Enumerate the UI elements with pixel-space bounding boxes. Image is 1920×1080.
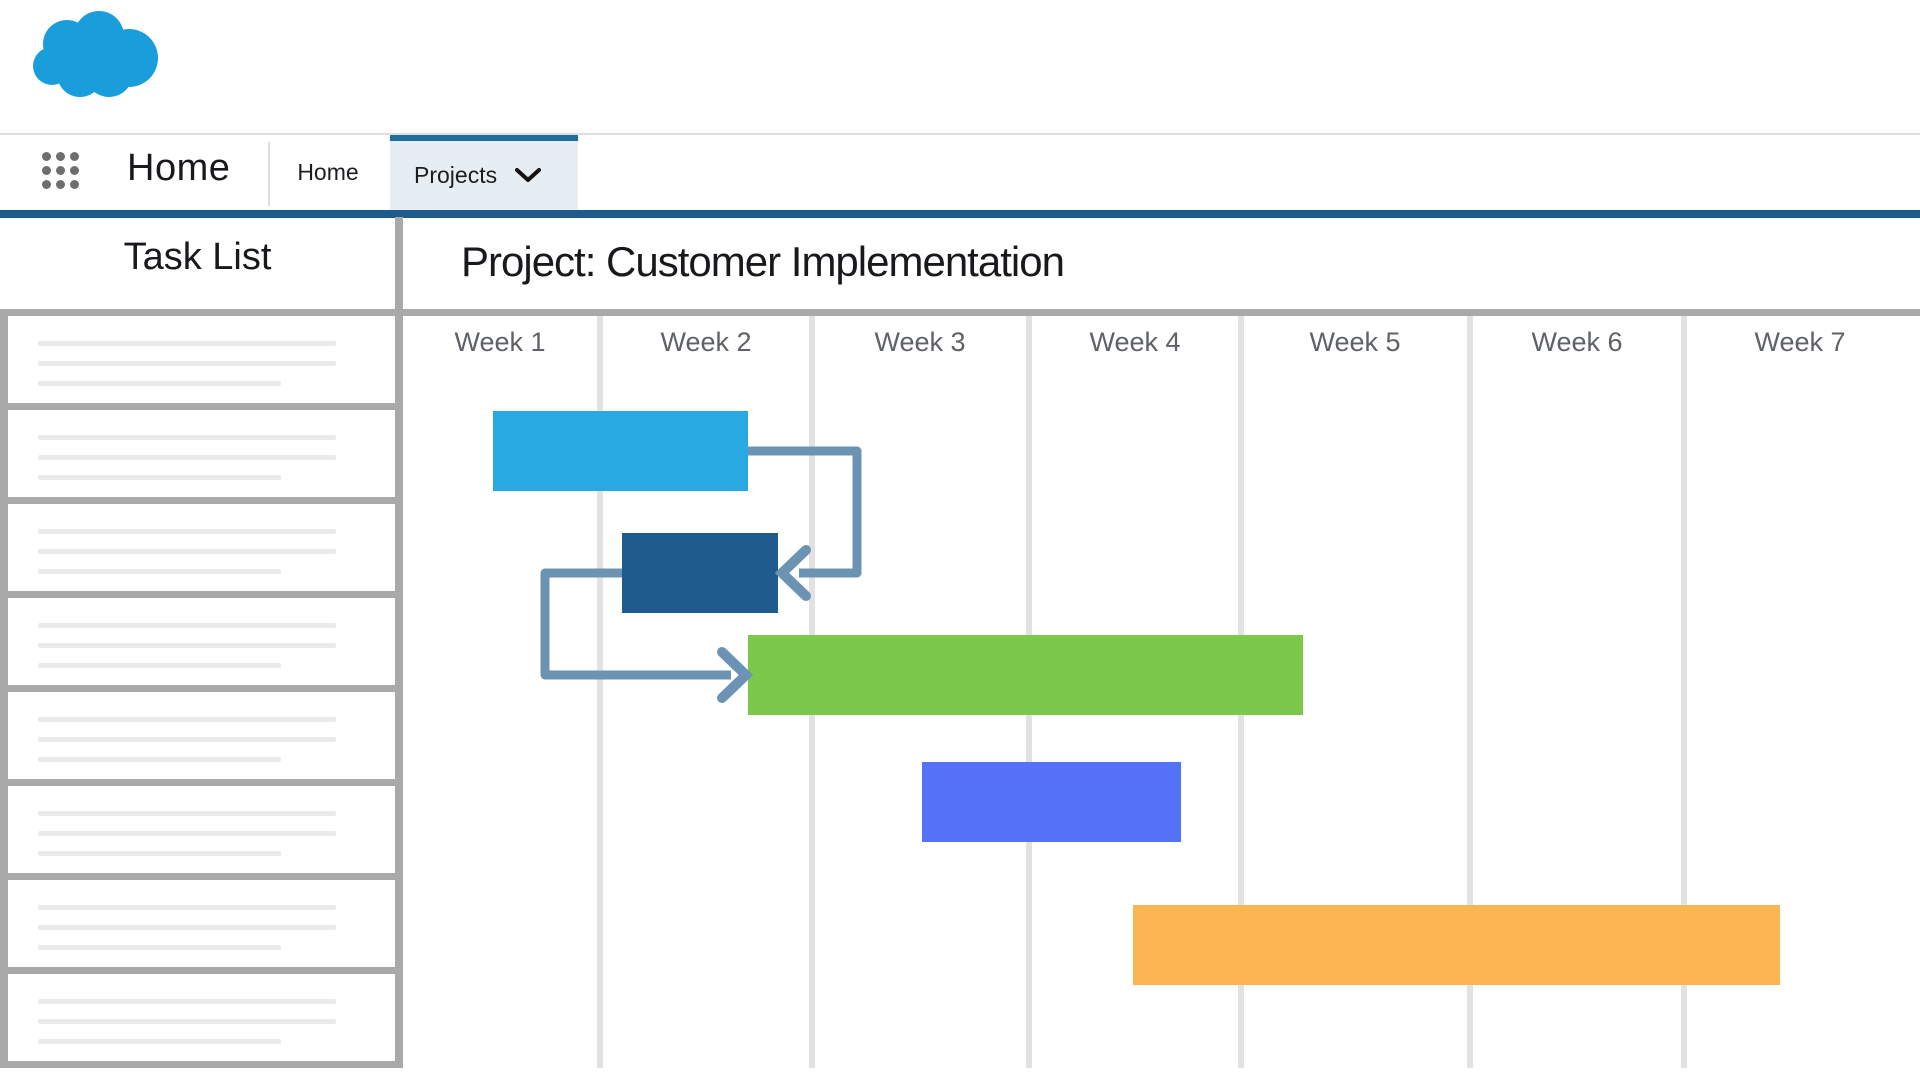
week-label: Week 5 [1309,327,1401,357]
skeleton-text-line [38,717,336,722]
tab-projects[interactable]: Projects [390,135,578,210]
nav-divider [268,142,270,206]
chevron-down-icon [515,168,542,182]
tab-home[interactable]: Home [280,135,376,210]
accent-divider-bar [0,210,1920,218]
task-list-item[interactable] [8,786,395,873]
week-label: Week 3 [874,327,966,357]
skeleton-text-line [38,663,281,668]
navigation-bar: Home Home Projects [0,133,1920,210]
task-list-panel [0,309,403,1068]
skeleton-text-line [38,945,281,950]
task-list-item[interactable] [8,974,395,1061]
tab-projects-label: Projects [414,162,498,188]
week-gridline [597,316,603,1068]
week-label: Week 4 [1089,327,1181,357]
skeleton-text-line [38,851,281,856]
skeleton-text-line [38,905,336,910]
skeleton-text-line [38,549,336,554]
skeleton-text-line [38,475,281,480]
skeleton-text-line [38,341,336,346]
skeleton-text-line [38,925,336,930]
skeleton-text-line [38,757,281,762]
dependency-arrowhead-icon [774,545,811,601]
skeleton-text-line [38,1019,336,1024]
week-label: Week 6 [1531,327,1623,357]
week-gridline [1467,316,1473,1068]
task-list-item[interactable] [8,410,395,497]
week-label: Week 2 [660,327,752,357]
week-label: Week 7 [1754,327,1846,357]
task-bar-3[interactable] [748,635,1303,715]
task-bar-4[interactable] [922,762,1181,842]
skeleton-text-line [38,455,336,460]
week-label: Week 1 [454,327,546,357]
header-rule [0,309,1920,316]
skeleton-text-line [38,381,281,386]
app-launcher-icon[interactable] [42,152,79,189]
task-list-item[interactable] [8,598,395,685]
skeleton-text-line [38,643,336,648]
skeleton-text-line [38,569,281,574]
salesforce-logo-icon [33,11,158,97]
task-list-item[interactable] [8,692,395,779]
dependency-arrowhead-icon [717,647,754,703]
app-title: Home [127,147,231,189]
skeleton-text-line [38,361,336,366]
skeleton-text-line [38,529,336,534]
task-bar-5[interactable] [1133,905,1780,985]
week-gridline [1681,316,1687,1068]
tab-home-label: Home [297,159,359,185]
task-list-item[interactable] [8,316,395,403]
skeleton-text-line [38,1039,281,1044]
skeleton-text-line [38,435,336,440]
task-list-item[interactable] [8,504,395,591]
task-list-title: Task List [123,236,272,278]
task-list-item[interactable] [8,880,395,967]
task-bar-2[interactable] [622,533,778,613]
skeleton-text-line [38,999,336,1004]
skeleton-text-line [38,737,336,742]
skeleton-text-line [38,811,336,816]
project-title: Project: Customer Implementation [461,238,1065,285]
skeleton-text-line [38,623,336,628]
skeleton-text-line [38,831,336,836]
task-bar-1[interactable] [493,411,748,491]
